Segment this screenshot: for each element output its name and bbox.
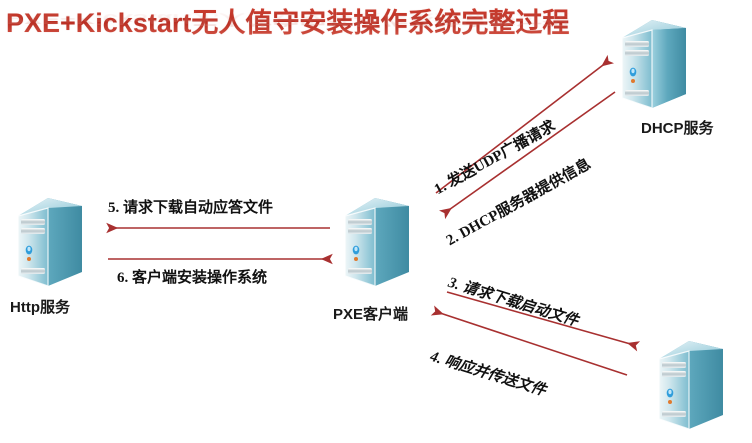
page-title: PXE+Kickstart无人值守安装操作系统完整过程 [6, 1, 569, 40]
node-dhcp-server[interactable] [614, 12, 690, 114]
server-tower-icon [344, 198, 409, 287]
node-http-label: Http服务 [10, 299, 70, 316]
server-tower-icon [621, 20, 686, 109]
node-pxe-client-server[interactable] [337, 190, 413, 292]
node-http-server[interactable] [10, 190, 86, 292]
diagram-title: PXE+Kickstart无人值守安装操作系统完整过程 PXE+Kickstar… [6, 0, 626, 58]
node-tftp-server[interactable] [651, 333, 727, 435]
node-dhcp-label: DHCP服务 [641, 120, 714, 137]
flow-label-4: 4. 响应并传送文件 [428, 348, 548, 400]
flow-label-3: 3. 请求下载启动文件 [446, 274, 580, 330]
flow-label-6: 6. 客户端安装操作系统 [117, 270, 268, 286]
server-tower-icon [17, 198, 82, 287]
server-tower-icon [658, 341, 723, 430]
flow-label-5: 5. 请求下载自动应答文件 [108, 200, 274, 216]
node-pxe-client-label: PXE客户端 [333, 306, 409, 323]
